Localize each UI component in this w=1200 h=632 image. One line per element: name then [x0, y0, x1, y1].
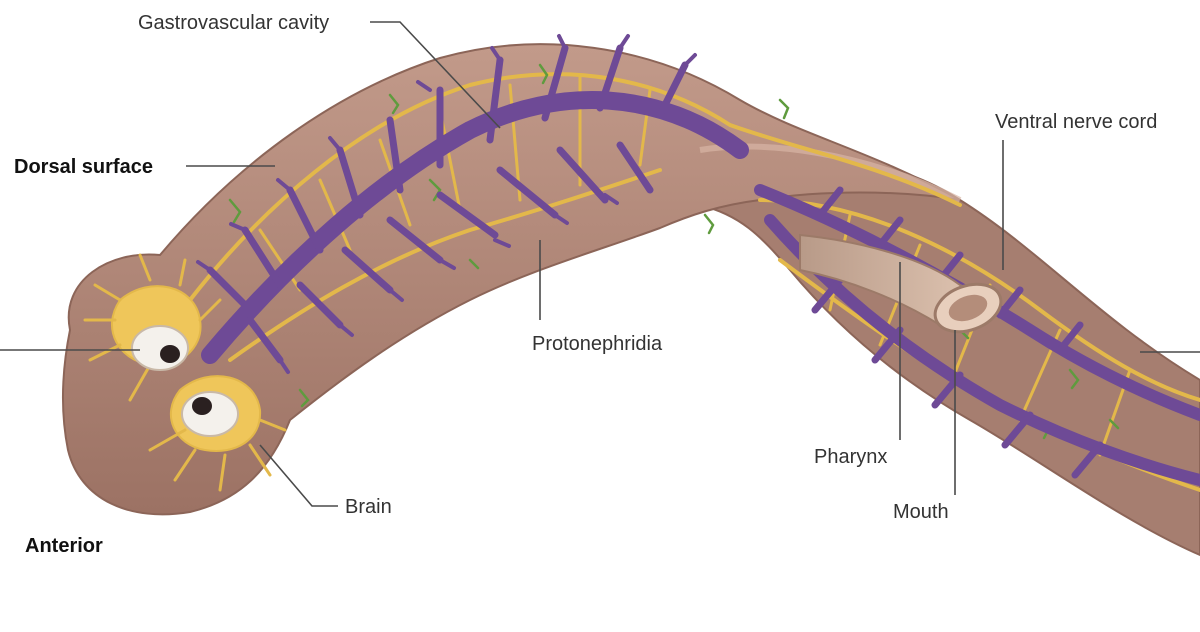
brain-branches — [83, 253, 287, 492]
leader-lines — [0, 21, 1200, 507]
label-mouth: Mouth — [893, 501, 949, 523]
gut-main-trunk — [201, 91, 749, 364]
leader-brain — [259, 444, 338, 507]
label-pharynx: Pharynx — [814, 446, 887, 468]
leader-gastrovascular-cavity — [370, 21, 501, 129]
gut-diverticula — [206, 44, 1104, 479]
label-gastrovascular-cavity: Gastrovascular cavity — [138, 12, 329, 34]
label-anterior: Anterior — [25, 535, 103, 557]
gastrovascular-cavity-shape — [196, 34, 1200, 486]
gut-fine-branches — [196, 34, 697, 374]
label-dorsal-surface: Dorsal surface — [14, 156, 153, 178]
eyespot-upper — [131, 325, 189, 371]
label-ventral-nerve-cord: Ventral nerve cord — [995, 111, 1157, 133]
eyespot-lower — [181, 391, 239, 437]
labels: Gastrovascular cavity Dorsal surface Ven… — [14, 12, 1157, 557]
ventral-nerve-cord-1 — [758, 198, 1200, 402]
gut-posterior-branch-1 — [754, 184, 1200, 421]
eyespots — [131, 325, 239, 437]
label-brain: Brain — [345, 496, 392, 518]
label-protonephridia: Protonephridia — [532, 333, 663, 355]
